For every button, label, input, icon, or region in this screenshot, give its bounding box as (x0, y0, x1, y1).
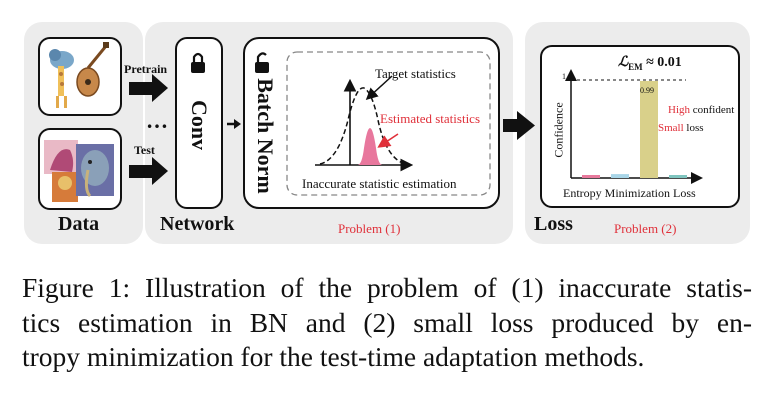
bn-to-loss-arrow-icon (503, 111, 535, 140)
test-label: Test (134, 143, 155, 157)
data-title: Data (58, 213, 100, 235)
caption-line-2: tics estimation in BN and (2) small loss… (22, 306, 752, 338)
bar-1 (582, 175, 600, 178)
inaccurate-estimation-label: Inaccurate statistic estimation (302, 176, 457, 191)
annot-small: Small (658, 122, 684, 134)
pretrain-label: Pretrain (124, 62, 168, 76)
annot-confident: confident (692, 104, 735, 116)
distribution-diagram (315, 75, 414, 172)
annot-high: High (668, 104, 690, 116)
target-statistics-label: Target statistics (375, 66, 456, 81)
loss-formula: ℒEM ≈ 0.01 (618, 54, 682, 72)
loss-title: Loss (534, 213, 573, 235)
conv-label: Conv (187, 99, 212, 151)
test-arrow-icon (129, 157, 168, 185)
formula-subscript: EM (628, 61, 643, 72)
conv-lock-icon (191, 52, 205, 73)
pretrain-arrow-icon (129, 74, 168, 102)
confidence-bar-chart (565, 69, 703, 184)
batch-norm-block (243, 37, 500, 209)
x-axis-label: Entropy Minimization Loss (563, 186, 696, 200)
ellipsis: … (146, 108, 168, 133)
caption-line-3: tropy minimization for the test-time ada… (22, 341, 645, 372)
bar-3 (640, 80, 658, 178)
estimated-statistics-label: Estimated statistics (380, 111, 481, 126)
test-collage-icon (44, 140, 114, 202)
annot-loss: loss (686, 122, 704, 134)
bar-2 (611, 174, 629, 178)
conv-to-bn-arrow-icon (227, 119, 241, 129)
high-bar-value-label: 0.99 (640, 86, 654, 95)
batch-norm-label: Batch Norm (253, 78, 278, 194)
caption-line-1: Figure 1: Illustration of the problem of… (22, 272, 752, 303)
formula-rhs: ≈ 0.01 (646, 55, 682, 70)
y-axis-label: Confidence (551, 102, 566, 158)
ref-line-label: 1.0 (562, 72, 572, 81)
bn-unlock-icon (255, 52, 269, 73)
formula-lhs: ℒ (618, 55, 629, 70)
problem-2-label: Problem (2) (614, 221, 677, 236)
bar-4 (669, 175, 687, 178)
annotation-small-loss: Small loss (658, 122, 704, 134)
annotation-high-confident: High confident (668, 104, 734, 116)
figure-caption: Figure 1: Illustration of the problem of… (22, 271, 752, 375)
bn-detail-frame (286, 51, 491, 196)
pretrain-cartoon-icon (49, 42, 109, 108)
network-title: Network (160, 213, 235, 235)
problem-1-label: Problem (1) (338, 221, 401, 236)
